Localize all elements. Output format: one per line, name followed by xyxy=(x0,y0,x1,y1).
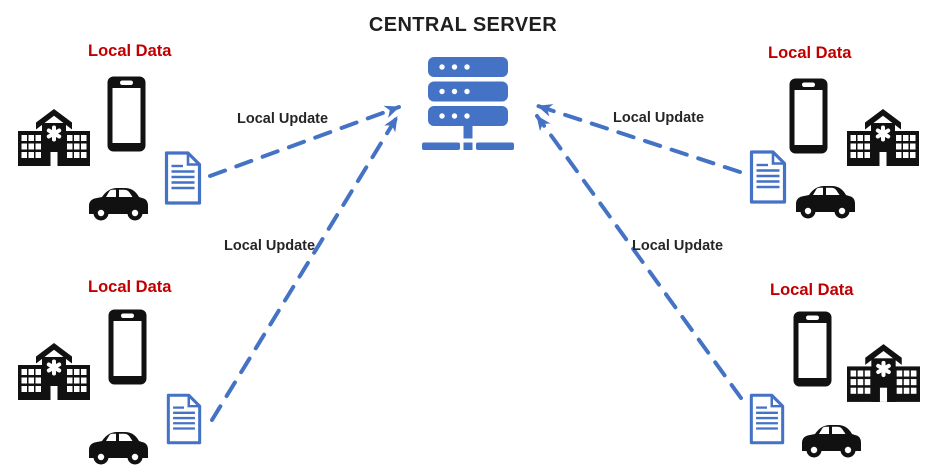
smartphone-icon xyxy=(793,311,832,387)
smartphone-icon xyxy=(789,78,828,154)
smartphone-icon xyxy=(107,76,146,152)
document-icon xyxy=(749,393,785,445)
local-data-label: Local Data xyxy=(88,42,172,60)
local-data-label: Local Data xyxy=(768,44,852,62)
document-icon xyxy=(749,150,787,204)
local-update-label-top-left: Local Update xyxy=(237,111,329,127)
local-update-label-bottom-right: Local Update xyxy=(632,238,724,254)
arrow-top-left xyxy=(208,105,401,178)
hospital-icon xyxy=(847,344,920,402)
local-data-label: Local Data xyxy=(770,281,854,299)
local-data-cluster-bottom-left: Local Data xyxy=(10,275,215,475)
arrow-top-right xyxy=(536,104,742,174)
hospital-icon xyxy=(18,343,90,400)
document-icon xyxy=(166,393,202,445)
car-icon xyxy=(89,188,148,221)
local-data-cluster-bottom-right: Local Data xyxy=(716,275,926,475)
local-data-cluster-top-left: Local Data xyxy=(10,40,215,235)
car-icon xyxy=(89,432,148,465)
smartphone-icon xyxy=(108,309,147,385)
arrow-bottom-left xyxy=(210,115,399,422)
server-icon xyxy=(422,57,514,150)
local-data-cluster-top-right: Local Data xyxy=(716,40,926,235)
hospital-icon xyxy=(18,109,90,166)
document-icon xyxy=(164,151,202,205)
car-icon xyxy=(796,186,855,219)
central-server-title: CENTRAL SERVER xyxy=(368,14,558,36)
local-update-label-bottom-left: Local Update xyxy=(224,238,316,254)
hospital-icon xyxy=(847,109,919,166)
arrow-bottom-right xyxy=(535,114,743,400)
local-data-label: Local Data xyxy=(88,278,172,296)
local-update-label-top-right: Local Update xyxy=(613,110,705,126)
car-icon xyxy=(802,425,861,458)
